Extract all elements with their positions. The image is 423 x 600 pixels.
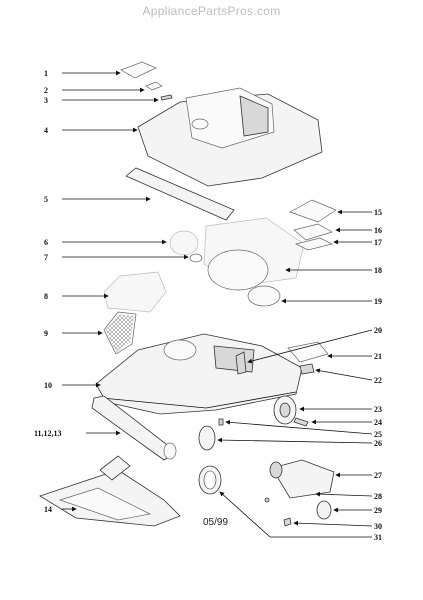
callout-8: 8 [44,292,48,301]
callout-9: 9 [44,329,48,338]
callout-7: 7 [44,253,48,262]
callout-4: 4 [44,126,48,135]
callout-29: 29 [374,506,382,515]
part-30-screw [283,517,292,527]
part-3-screw [160,94,173,101]
callout-28: 28 [374,492,382,501]
part-25-screw [218,418,224,426]
callout-6: 6 [44,238,48,247]
callout-1: 1 [44,69,48,78]
leader-lines [62,70,373,538]
callout-5: 5 [44,195,48,204]
callout-20: 20 [374,326,382,335]
callout-15: 15 [374,208,382,217]
callout-19: 19 [374,297,382,306]
watermark: AppliancePartsPros.com [142,4,281,18]
part-27-caster-bracket [269,459,335,499]
callout-17: 17 [374,238,382,247]
callout-labels: 1 2 3 4 5 6 7 8 9 10 11,12,13 14 15 16 1… [34,69,382,542]
callout-31: 31 [374,533,382,542]
callout-3: 3 [44,96,48,105]
part-19-motor-fan [247,285,281,307]
part-22-spring [299,363,315,375]
callout-18: 18 [374,266,382,275]
part-1-cover-plate [120,61,157,79]
callout-26: 26 [374,439,382,448]
part-26-brush-pulley [198,425,216,451]
callout-24: 24 [374,418,382,427]
date-code: 05/99 [203,517,228,528]
part-9-grille-filter [103,311,137,355]
callout-14: 14 [44,505,52,514]
callout-11-12-13: 11,12,13 [34,429,62,438]
callout-10: 10 [44,381,52,390]
part-31-belt [198,465,222,495]
parts-15-16-17-stack [289,199,337,251]
callout-21: 21 [374,352,382,361]
callout-30: 30 [374,522,382,531]
part-5-bumper-strip [125,167,235,221]
callout-22: 22 [374,376,382,385]
callout-16: 16 [374,226,382,235]
part-2-clip [145,81,163,91]
part-23-wheel [273,395,297,425]
callout-27: 27 [374,471,382,480]
part-21-pedal [287,341,329,363]
part-18-motor [207,249,269,291]
part-14-base-plate [39,455,181,527]
parts-11-12-13-brushroll [91,395,177,461]
part-29-rear-wheel [316,500,332,520]
part-20-clip [235,351,247,375]
part-8-side-panel [103,271,167,313]
part-4-top-housing [137,87,323,187]
part-30-small-screw [264,497,270,503]
part-7-gasket [189,253,203,263]
callout-25: 25 [374,430,382,439]
callout-2: 2 [44,86,48,95]
callout-23: 23 [374,405,382,414]
part-24-axle [293,417,309,427]
